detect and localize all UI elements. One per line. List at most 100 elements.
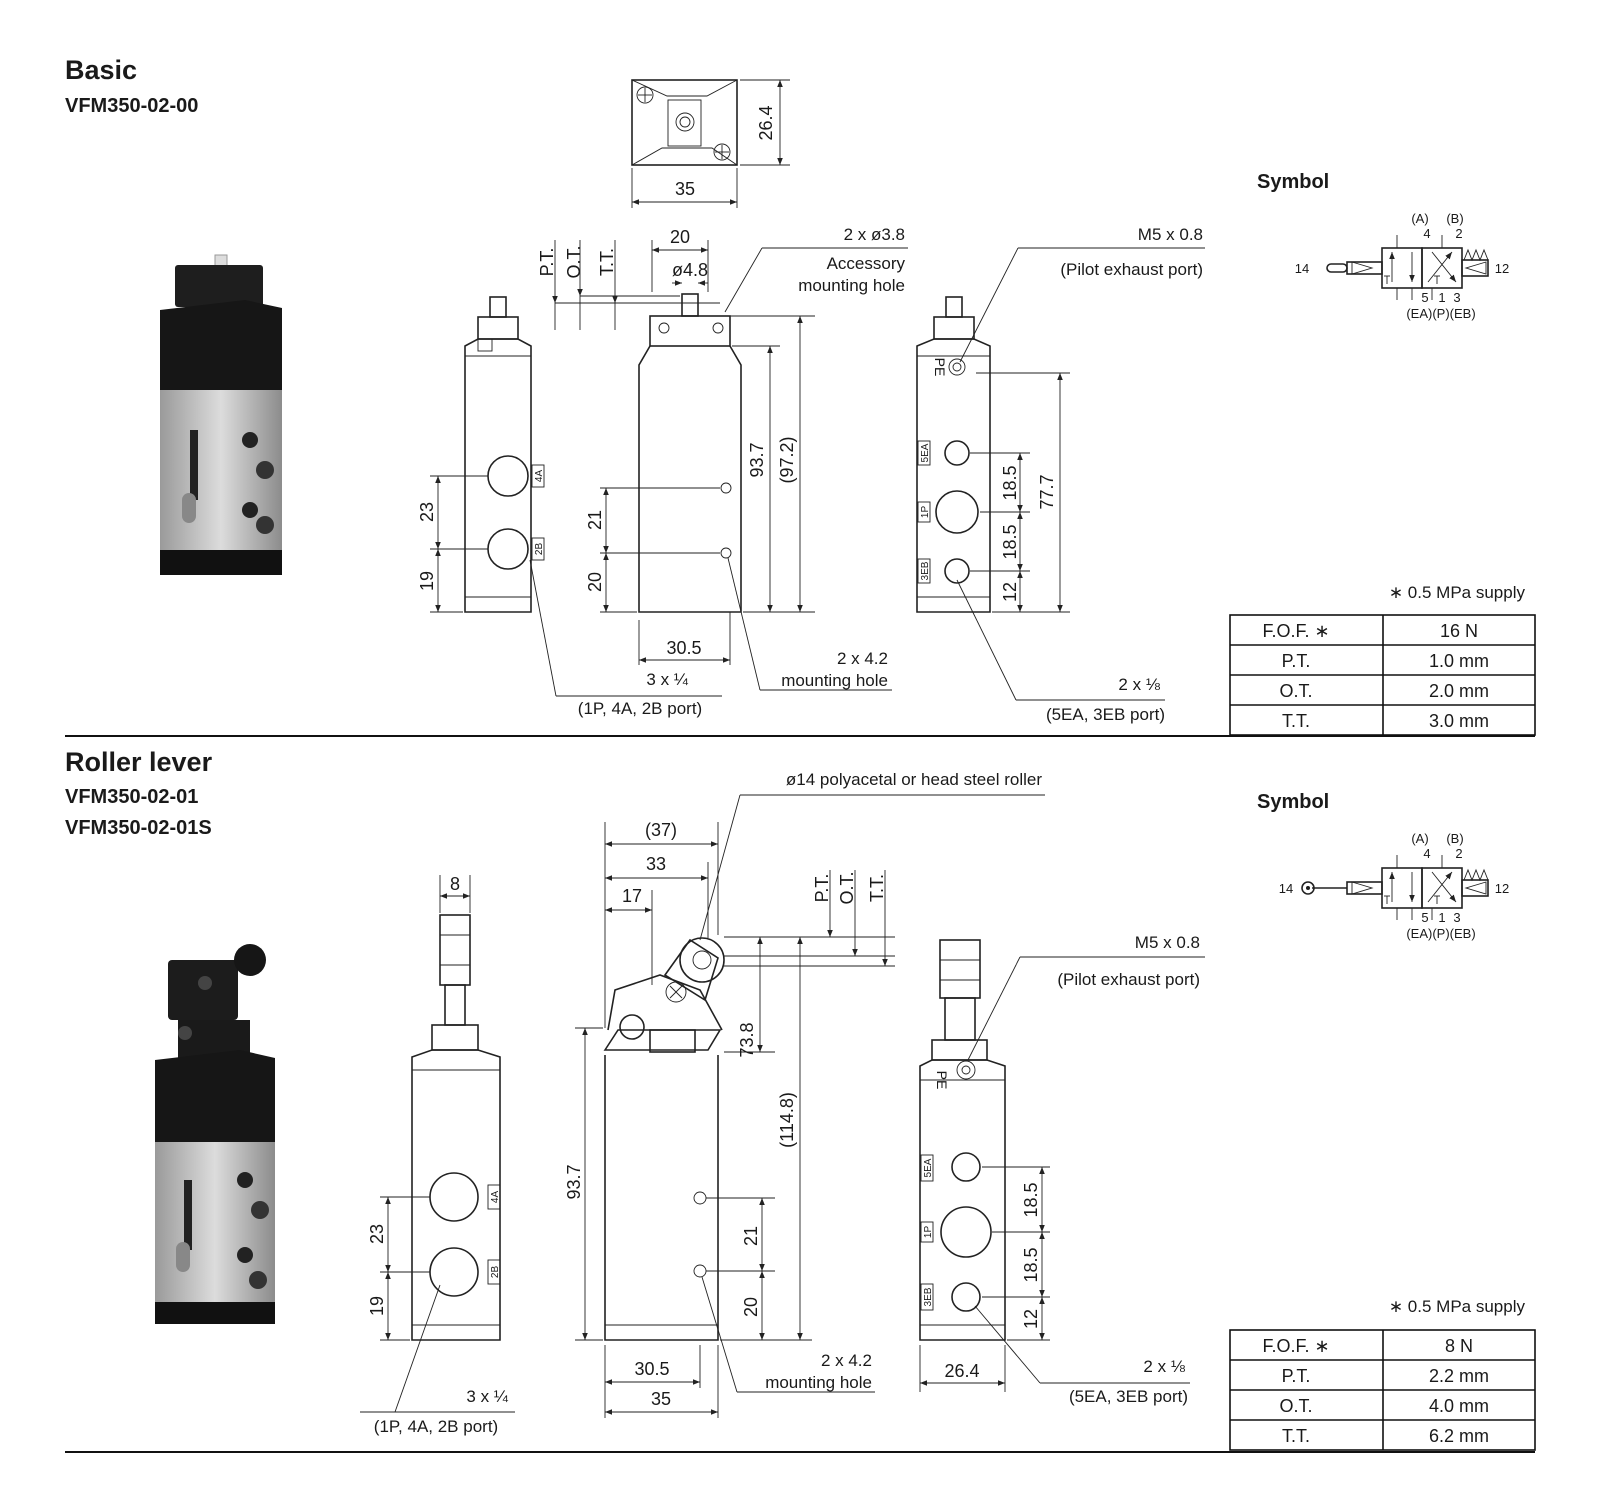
- spec-row-label: F.O.F. ∗: [1262, 621, 1329, 641]
- callout-hole-desc1: Accessory: [827, 254, 906, 273]
- callout-mount: 2 x 4.2: [837, 649, 888, 668]
- dim-18-5-b: 18.5: [1021, 1247, 1041, 1282]
- model-number: VFM350-02-01S: [65, 817, 212, 839]
- top-view-basic: 35 26.4: [631, 79, 790, 208]
- callout-hole-count: 2 x ø3.8: [844, 225, 905, 244]
- port-4: 4: [1423, 846, 1430, 861]
- port-bottom: (EA)(P)(EB): [1406, 306, 1475, 321]
- dim-23: 23: [367, 1224, 387, 1244]
- section-basic: Basic VFM350-02-00: [65, 55, 1536, 737]
- port-5: 5: [1421, 290, 1428, 305]
- side-view-basic-left: 4A 2B 23 19: [417, 296, 545, 613]
- callout-mount-desc: mounting hole: [781, 671, 888, 690]
- section-title: Basic: [65, 55, 137, 85]
- dim-top-width: 35: [675, 179, 695, 199]
- side-view-roller-right: PE 5EA 1P 3EB 18.5 18.5 12 26.4: [919, 933, 1205, 1406]
- model-number: VFM350-02-01: [65, 786, 198, 808]
- label-1p: 1P: [923, 1226, 934, 1239]
- section-roller-lever: Roller lever VFM350-02-01 VFM350-02-01S: [65, 747, 1536, 1453]
- dim-12: 12: [1000, 582, 1020, 602]
- dim-ot: O.T.: [837, 871, 857, 904]
- dim-93-7: 93.7: [747, 442, 767, 477]
- callout-m5: M5 x 0.8: [1138, 225, 1203, 244]
- dim-20: 20: [741, 1297, 761, 1317]
- section-title: Roller lever: [65, 747, 213, 777]
- label-5ea: 5EA: [920, 443, 931, 462]
- dim-30-5: 30.5: [634, 1359, 669, 1379]
- port-2: 2: [1455, 226, 1462, 241]
- spec-row-label: O.T.: [1279, 681, 1312, 701]
- spec-row-value: 2.0 mm: [1429, 681, 1489, 701]
- callout-mount: 2 x 4.2: [821, 1351, 872, 1370]
- spec-table-basic: ∗ 0.5 MPa supply F.O.F. ∗ 16 N P.T. 1.0 …: [1229, 583, 1536, 736]
- dim-97-2: (97.2): [777, 436, 797, 483]
- dim-top-height: 26.4: [756, 105, 776, 140]
- symbol-label: Symbol: [1257, 171, 1329, 193]
- label-4a: 4A: [534, 470, 545, 483]
- spec-row-value: 6.2 mm: [1429, 1426, 1489, 1446]
- pneumatic-symbol-roller: Symbol (A) (B) 4 2 14: [1257, 791, 1509, 941]
- callout-port14-desc: (1P, 4A, 2B port): [578, 699, 702, 718]
- dim-37: (37): [645, 820, 677, 840]
- port-3: 3: [1453, 910, 1460, 925]
- dim-114-8: (114.8): [777, 1092, 797, 1148]
- side-view-roller-left: 4A 2B 8 23 19 3 x ¼ (1P, 4A, 2B port): [360, 874, 515, 1436]
- port-bottom: (EA)(P)(EB): [1406, 926, 1475, 941]
- callout-port18: 2 x ⅛: [1118, 675, 1160, 694]
- dim-20-bottom: 20: [585, 572, 605, 592]
- dim-33: 33: [646, 854, 666, 874]
- dim-19: 19: [367, 1296, 387, 1316]
- dim-30-5: 30.5: [666, 638, 701, 658]
- spec-row-value: 3.0 mm: [1429, 711, 1489, 731]
- callout-port18-desc: (5EA, 3EB port): [1069, 1387, 1188, 1406]
- label-2b: 2B: [534, 543, 545, 556]
- label-3eb: 3EB: [920, 561, 931, 580]
- port-a: (A): [1411, 831, 1428, 846]
- port-4: 4: [1423, 226, 1430, 241]
- dim-26-4: 26.4: [944, 1361, 979, 1381]
- callout-port18-desc: (5EA, 3EB port): [1046, 705, 1165, 724]
- callout-mount-desc: mounting hole: [765, 1373, 872, 1392]
- side-view-basic-right: PE 5EA 1P 3EB 18.5 18.5 12 77.7: [916, 225, 1205, 724]
- port-14: 14: [1279, 881, 1293, 896]
- spec-row-value: 4.0 mm: [1429, 1396, 1489, 1416]
- supply-note: ∗ 0.5 MPa supply: [1389, 1297, 1526, 1316]
- dim-77-7: 77.7: [1037, 474, 1057, 509]
- label-5ea: 5EA: [923, 1158, 934, 1177]
- spec-row-value: 8 N: [1445, 1336, 1473, 1356]
- port-3: 3: [1453, 290, 1460, 305]
- label-4a: 4A: [490, 1191, 501, 1204]
- port-1: 1: [1438, 290, 1445, 305]
- valve-photo-roller: [155, 944, 275, 1324]
- port-12: 12: [1495, 261, 1509, 276]
- dim-21: 21: [741, 1226, 761, 1246]
- callout-hole-desc2: mounting hole: [798, 276, 905, 295]
- front-view-roller: (37) 33 17 P.T. O.T. T.T. 73.8 (114.8) 9…: [564, 770, 1045, 1418]
- callout-m5-desc: (Pilot exhaust port): [1060, 260, 1203, 279]
- spec-row-label: O.T.: [1279, 1396, 1312, 1416]
- spec-row-label: T.T.: [1282, 1426, 1310, 1446]
- label-pe: PE: [934, 1071, 950, 1090]
- port-5: 5: [1421, 910, 1428, 925]
- port-b: (B): [1446, 211, 1463, 226]
- label-2b: 2B: [490, 1266, 501, 1279]
- spec-row-label: F.O.F. ∗: [1262, 1336, 1329, 1356]
- front-view-basic: P.T. O.T. T.T. 20 ø4.8 21 20: [529, 225, 908, 718]
- dim-18-5-a: 18.5: [1000, 465, 1020, 500]
- pneumatic-symbol-basic: Symbol (A) (B) 4 2 14 12: [1257, 171, 1509, 321]
- spec-row-label: T.T.: [1282, 711, 1310, 731]
- callout-m5-desc: (Pilot exhaust port): [1057, 970, 1200, 989]
- dim-23: 23: [417, 502, 437, 522]
- dim-19: 19: [417, 571, 437, 591]
- dim-73-8: 73.8: [737, 1022, 757, 1057]
- port-12: 12: [1495, 881, 1509, 896]
- supply-note: ∗ 0.5 MPa supply: [1389, 583, 1526, 602]
- callout-roller: ø14 polyacetal or head steel roller: [786, 770, 1042, 789]
- label-pe: PE: [932, 358, 948, 377]
- model-number: VFM350-02-00: [65, 95, 198, 117]
- dim-18-5-a: 18.5: [1021, 1182, 1041, 1217]
- spec-row-label: P.T.: [1282, 651, 1311, 671]
- symbol-label: Symbol: [1257, 791, 1329, 813]
